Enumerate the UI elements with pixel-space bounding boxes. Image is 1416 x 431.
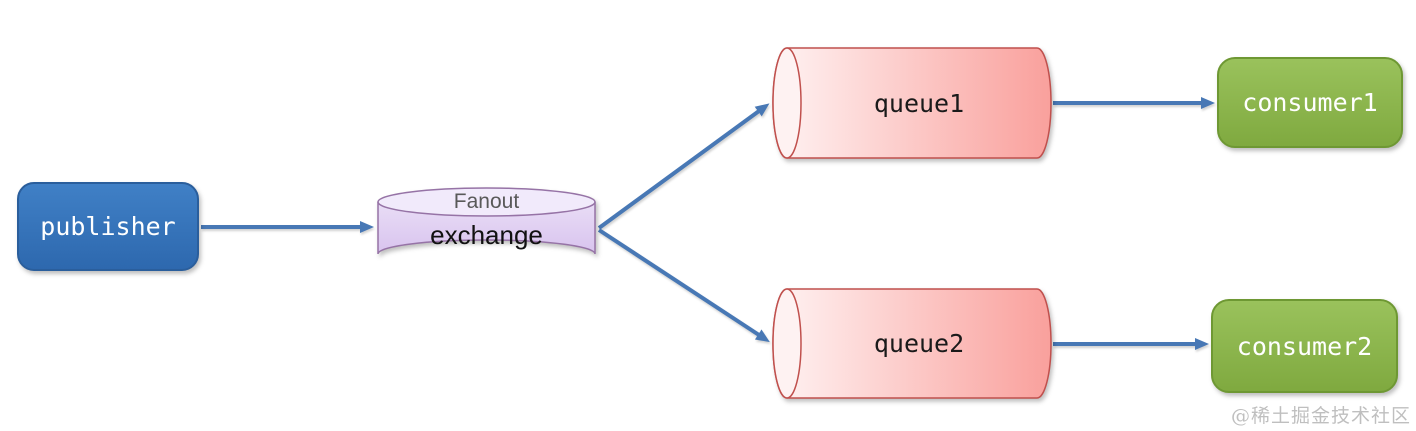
consumer2-node [1211, 299, 1398, 393]
consumer1-node [1217, 57, 1403, 148]
queue2-cylinder [772, 288, 1052, 399]
publisher-node [17, 182, 199, 271]
queue1-cylinder [772, 47, 1052, 159]
edge-exchange-queue2 [597, 228, 770, 343]
edge-exchange-queue1 [597, 103, 770, 230]
exchange-cylinder [377, 187, 596, 255]
